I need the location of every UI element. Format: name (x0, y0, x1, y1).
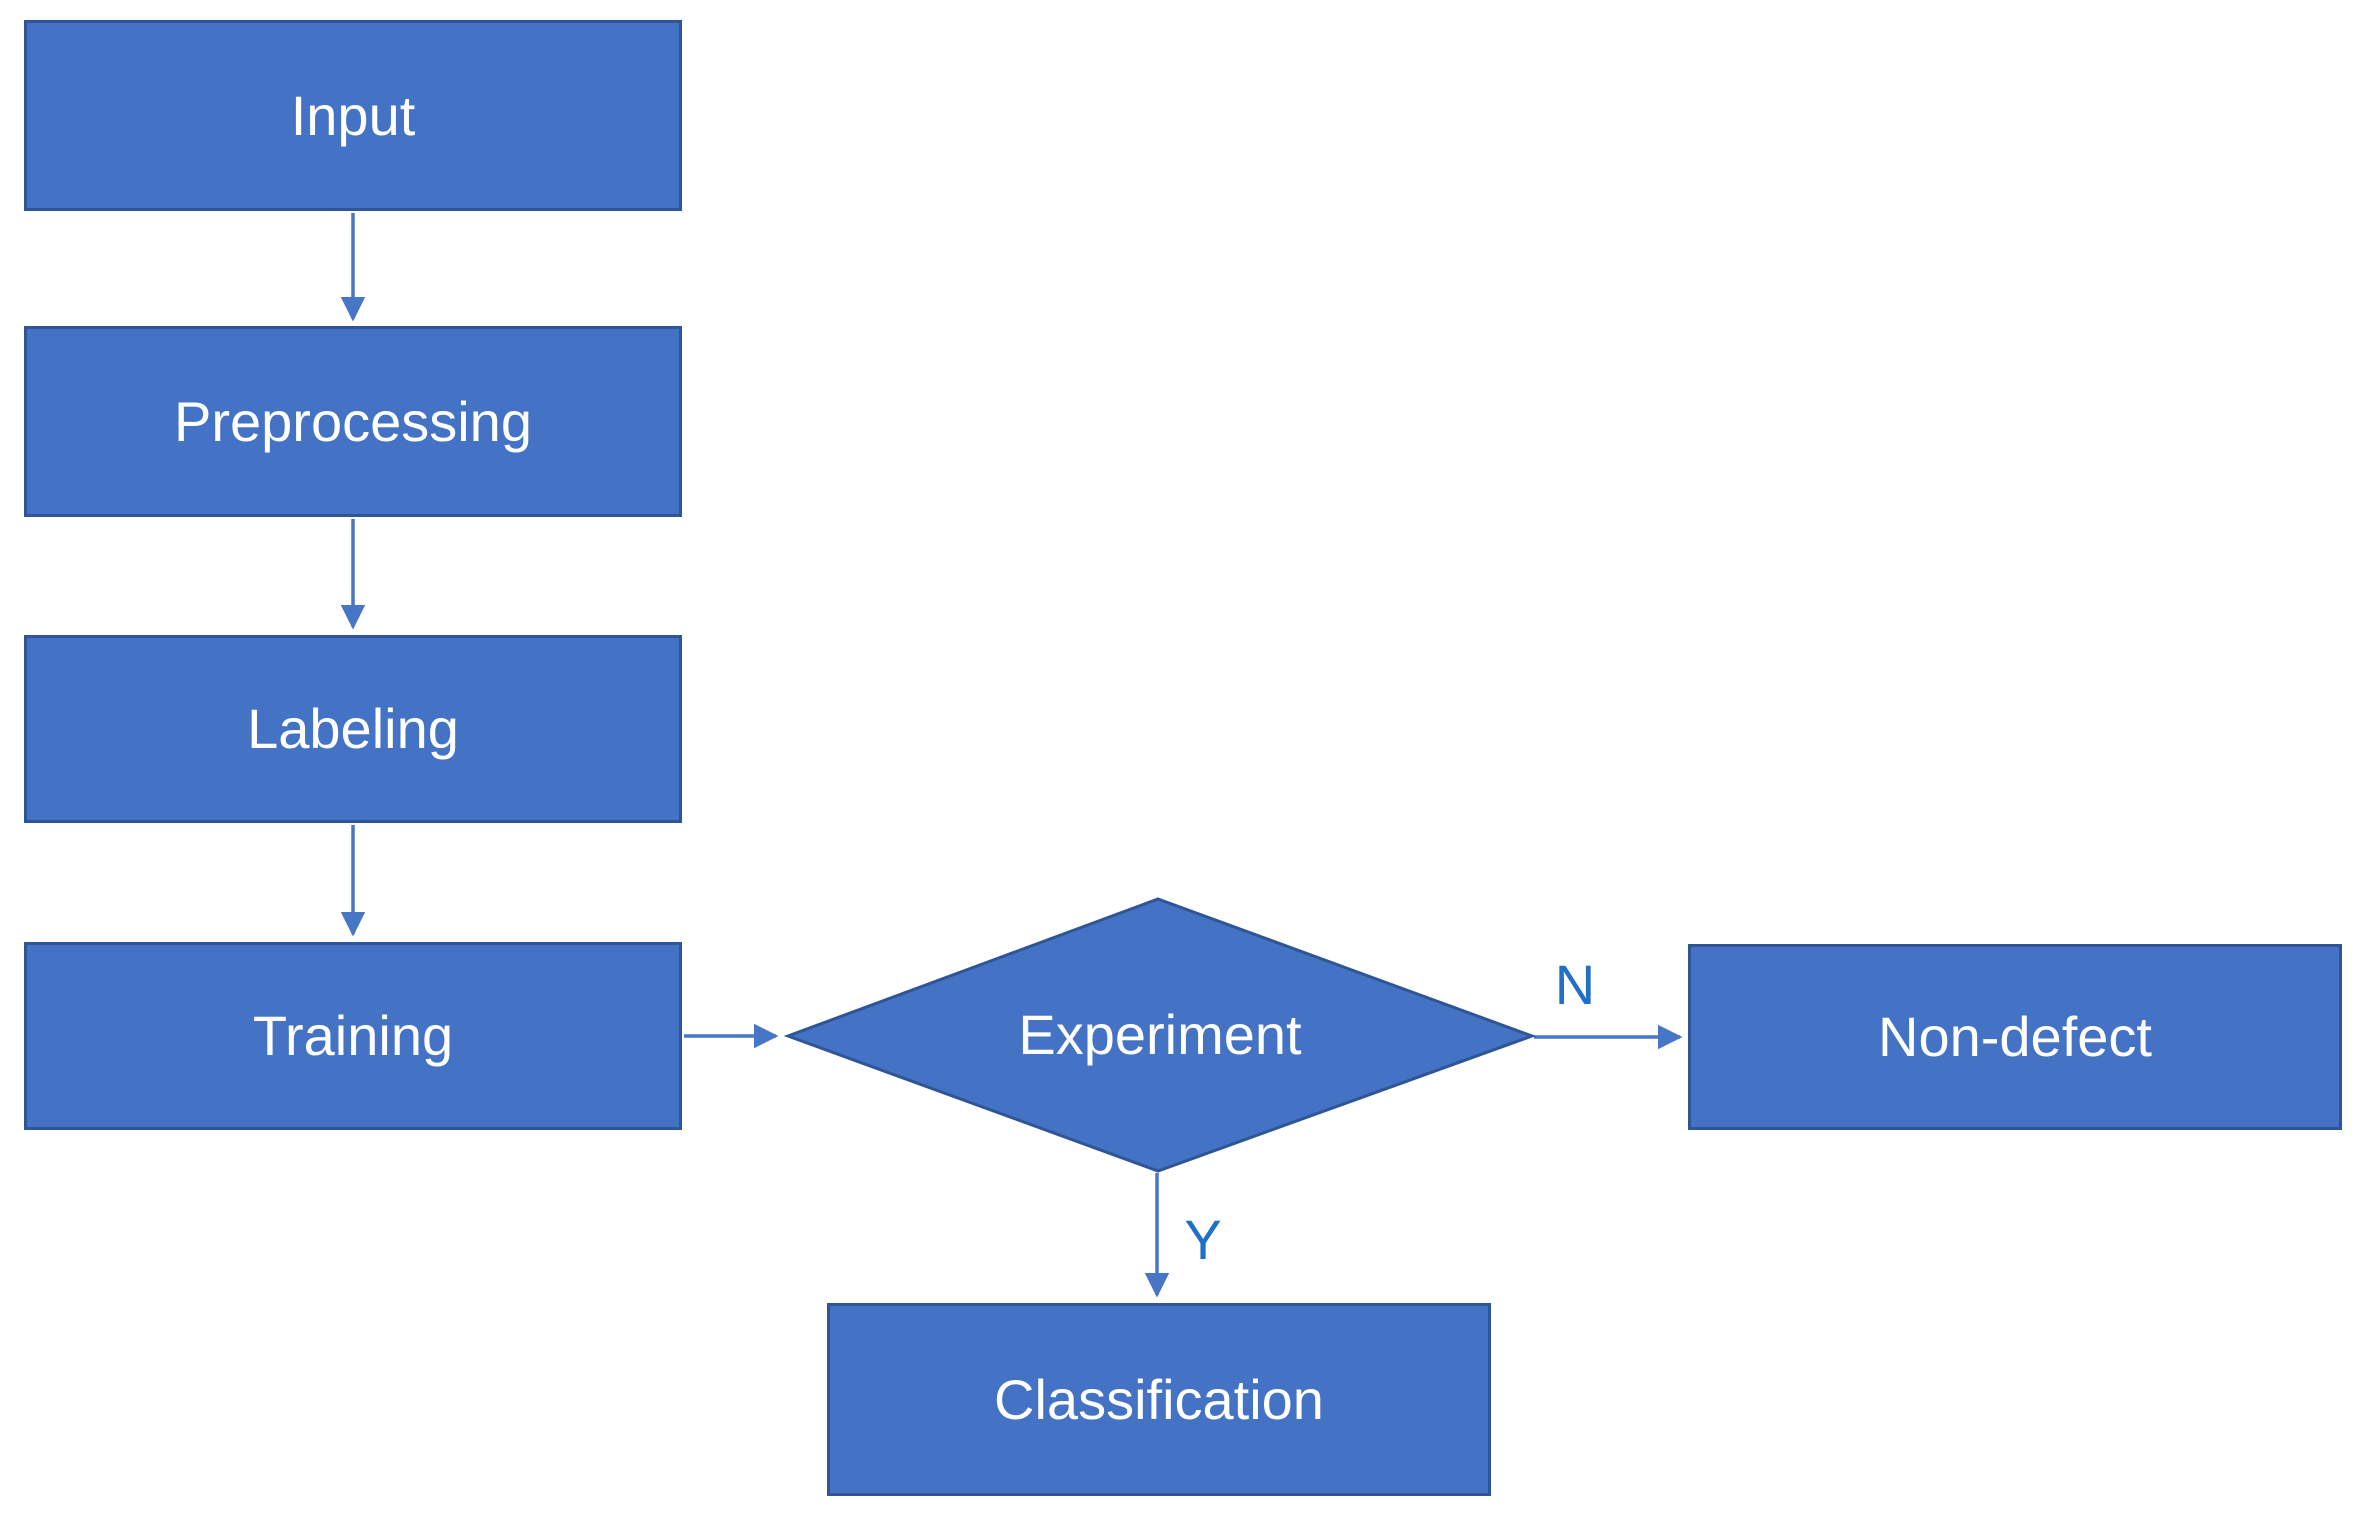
node-classification-label: Classification (994, 1367, 1324, 1431)
node-labeling-label: Labeling (247, 697, 459, 760)
node-preprocessing: Preprocessing (24, 326, 682, 517)
node-input: Input (24, 20, 682, 211)
decision-diamond-experiment (783, 897, 1537, 1173)
node-non-defect-label: Non-defect (1878, 1005, 2152, 1068)
node-input-label: Input (290, 83, 416, 147)
node-labeling: Labeling (24, 635, 682, 823)
branch-label-yes: Y (1184, 1208, 1222, 1271)
node-preprocessing-label: Preprocessing (174, 389, 532, 453)
branch-label-no: N (1554, 953, 1596, 1016)
node-non-defect: Non-defect (1688, 944, 2342, 1130)
node-classification: Classification (827, 1303, 1491, 1496)
node-training-label: Training (252, 1004, 454, 1067)
node-training: Training (24, 942, 682, 1130)
